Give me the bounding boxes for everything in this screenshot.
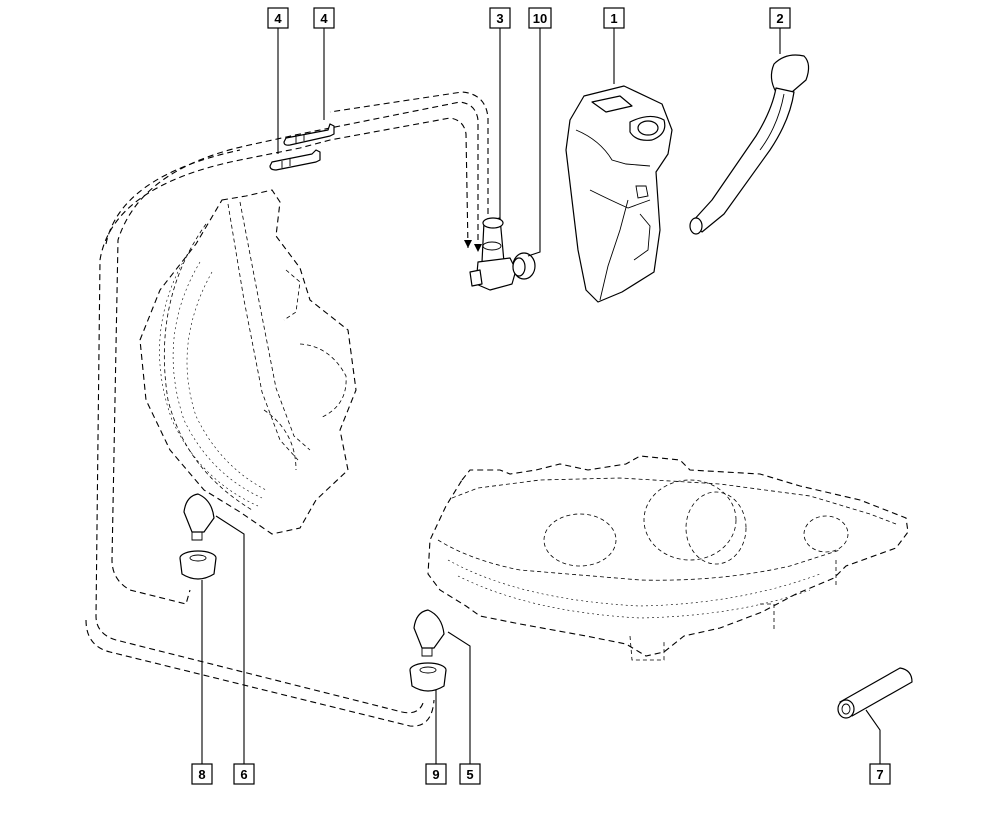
right-headlamp-outline — [427, 455, 909, 661]
svg-text:5: 5 — [466, 767, 473, 782]
callout-6: 6 — [233, 763, 255, 785]
callout-2: 2 — [769, 7, 791, 29]
nozzle-nut-9 — [409, 662, 447, 692]
washer-nozzle-6 — [183, 493, 215, 541]
nozzle-connector-4-upper — [283, 123, 335, 146]
svg-text:7: 7 — [876, 767, 883, 782]
svg-text:2: 2 — [776, 11, 783, 26]
svg-text:1: 1 — [610, 11, 617, 26]
left-headlamp-outline — [139, 189, 357, 535]
callout-3: 3 — [489, 7, 511, 29]
callout-4b: 4 — [313, 7, 335, 29]
svg-text:6: 6 — [240, 767, 247, 782]
nozzle-nut-8 — [179, 550, 217, 580]
washer-reservoir-1 — [565, 85, 673, 303]
callout-5: 5 — [459, 763, 481, 785]
svg-text:4: 4 — [320, 11, 328, 26]
svg-text:4: 4 — [274, 11, 282, 26]
filler-neck-2 — [689, 54, 810, 235]
callout-1: 1 — [603, 7, 625, 29]
svg-text:8: 8 — [198, 767, 205, 782]
callout-10: 10 — [528, 7, 552, 29]
washer-pump-3 — [469, 217, 517, 291]
hose-sleeve-7 — [837, 667, 913, 719]
callout-7: 7 — [869, 763, 891, 785]
washer-nozzle-5 — [413, 609, 445, 657]
leader-lines — [201, 28, 881, 764]
nozzle-connector-4-lower — [269, 149, 321, 171]
callout-4a: 4 — [267, 7, 289, 29]
svg-text:10: 10 — [533, 11, 547, 26]
grommet-10 — [512, 252, 536, 280]
washer-hose-routing — [85, 91, 489, 727]
callout-9: 9 — [425, 763, 447, 785]
callout-8: 8 — [191, 763, 213, 785]
svg-text:9: 9 — [432, 767, 439, 782]
svg-text:3: 3 — [496, 11, 503, 26]
